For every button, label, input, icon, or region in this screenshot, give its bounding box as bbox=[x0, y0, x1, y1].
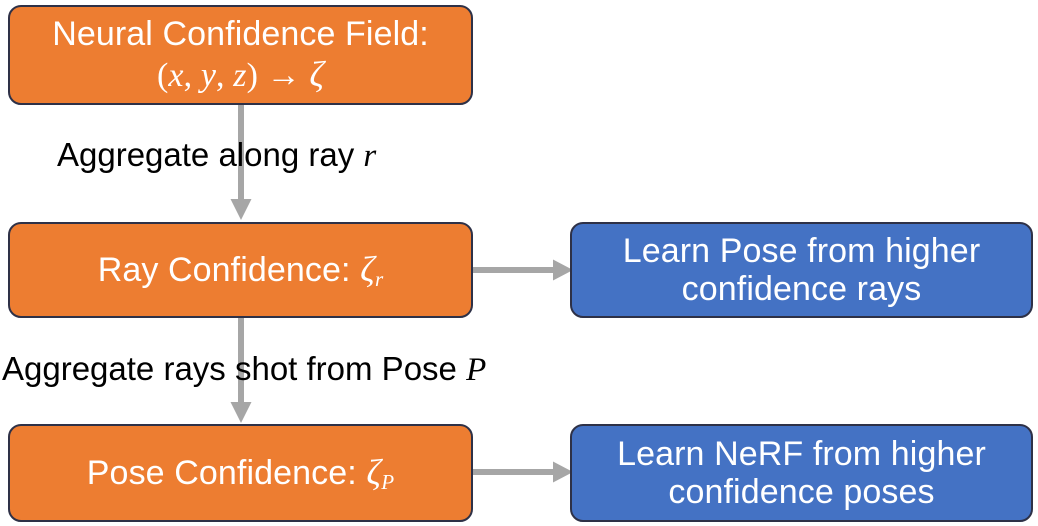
edge-label-aggregate-along-ray: Aggregate along ray r bbox=[57, 138, 376, 173]
node-neural-confidence-field-text: Neural Confidence Field: (x, y, z) → ζ bbox=[52, 15, 429, 94]
learn-nerf-line2: confidence poses bbox=[668, 473, 935, 511]
aggregate-ray-symbol: r bbox=[363, 138, 377, 174]
pose-confidence-subscript: P bbox=[381, 469, 395, 494]
pose-confidence-zeta: ζ bbox=[366, 451, 382, 492]
node-learn-nerf-text: Learn NeRF from higher confidence poses bbox=[617, 435, 986, 511]
aggregate-pose-text: Aggregate rays shot from Pose bbox=[2, 350, 467, 387]
node-neural-confidence-field[interactable]: Neural Confidence Field: (x, y, z) → ζ bbox=[8, 5, 473, 105]
ncf-paren-close: ) bbox=[246, 56, 258, 94]
arrow-ray-confidence-to-pose-confidence bbox=[229, 314, 253, 426]
node-pose-confidence[interactable]: Pose Confidence: ζP bbox=[8, 424, 473, 522]
arrow-ray-confidence-to-learn-pose bbox=[470, 258, 574, 282]
ncf-var-z: z bbox=[233, 56, 247, 94]
arrow-neural-field-to-ray-confidence bbox=[229, 101, 253, 223]
pose-confidence-label: Pose Confidence: bbox=[86, 453, 367, 492]
ncf-line2: (x, y, z) → ζ bbox=[156, 53, 324, 94]
node-learn-nerf[interactable]: Learn NeRF from higher confidence poses bbox=[570, 424, 1033, 522]
ncf-var-x: x bbox=[168, 56, 184, 94]
ray-confidence-label: Ray Confidence: bbox=[97, 250, 361, 289]
aggregate-pose-symbol: P bbox=[466, 352, 487, 388]
node-ray-confidence-text: Ray Confidence: ζr bbox=[98, 249, 384, 291]
arrow-pose-confidence-to-learn-nerf bbox=[470, 460, 574, 484]
ncf-sep-2: , bbox=[216, 56, 234, 94]
learn-pose-line2: confidence rays bbox=[681, 270, 922, 308]
ncf-sep-1: , bbox=[183, 56, 201, 94]
ncf-zeta-symbol: ζ bbox=[309, 53, 324, 94]
learn-nerf-line1: Learn NeRF from higher bbox=[617, 434, 986, 473]
ncf-line1: Neural Confidence Field: bbox=[52, 15, 429, 54]
ncf-var-y: y bbox=[200, 56, 217, 94]
node-pose-confidence-text: Pose Confidence: ζP bbox=[87, 452, 394, 494]
edge-label-aggregate-rays-from-pose: Aggregate rays shot from Pose P bbox=[2, 352, 486, 387]
learn-pose-line1: Learn Pose from higher bbox=[622, 231, 981, 270]
node-ray-confidence[interactable]: Ray Confidence: ζr bbox=[8, 222, 473, 318]
ray-confidence-zeta: ζ bbox=[360, 248, 375, 289]
ncf-maps-to-arrow: → bbox=[258, 56, 310, 94]
aggregate-ray-text: Aggregate along ray bbox=[57, 136, 364, 173]
ray-confidence-subscript: r bbox=[375, 266, 384, 291]
ncf-paren-open: ( bbox=[156, 56, 169, 94]
node-learn-pose-text: Learn Pose from higher confidence rays bbox=[623, 232, 981, 308]
node-learn-pose[interactable]: Learn Pose from higher confidence rays bbox=[570, 222, 1033, 318]
